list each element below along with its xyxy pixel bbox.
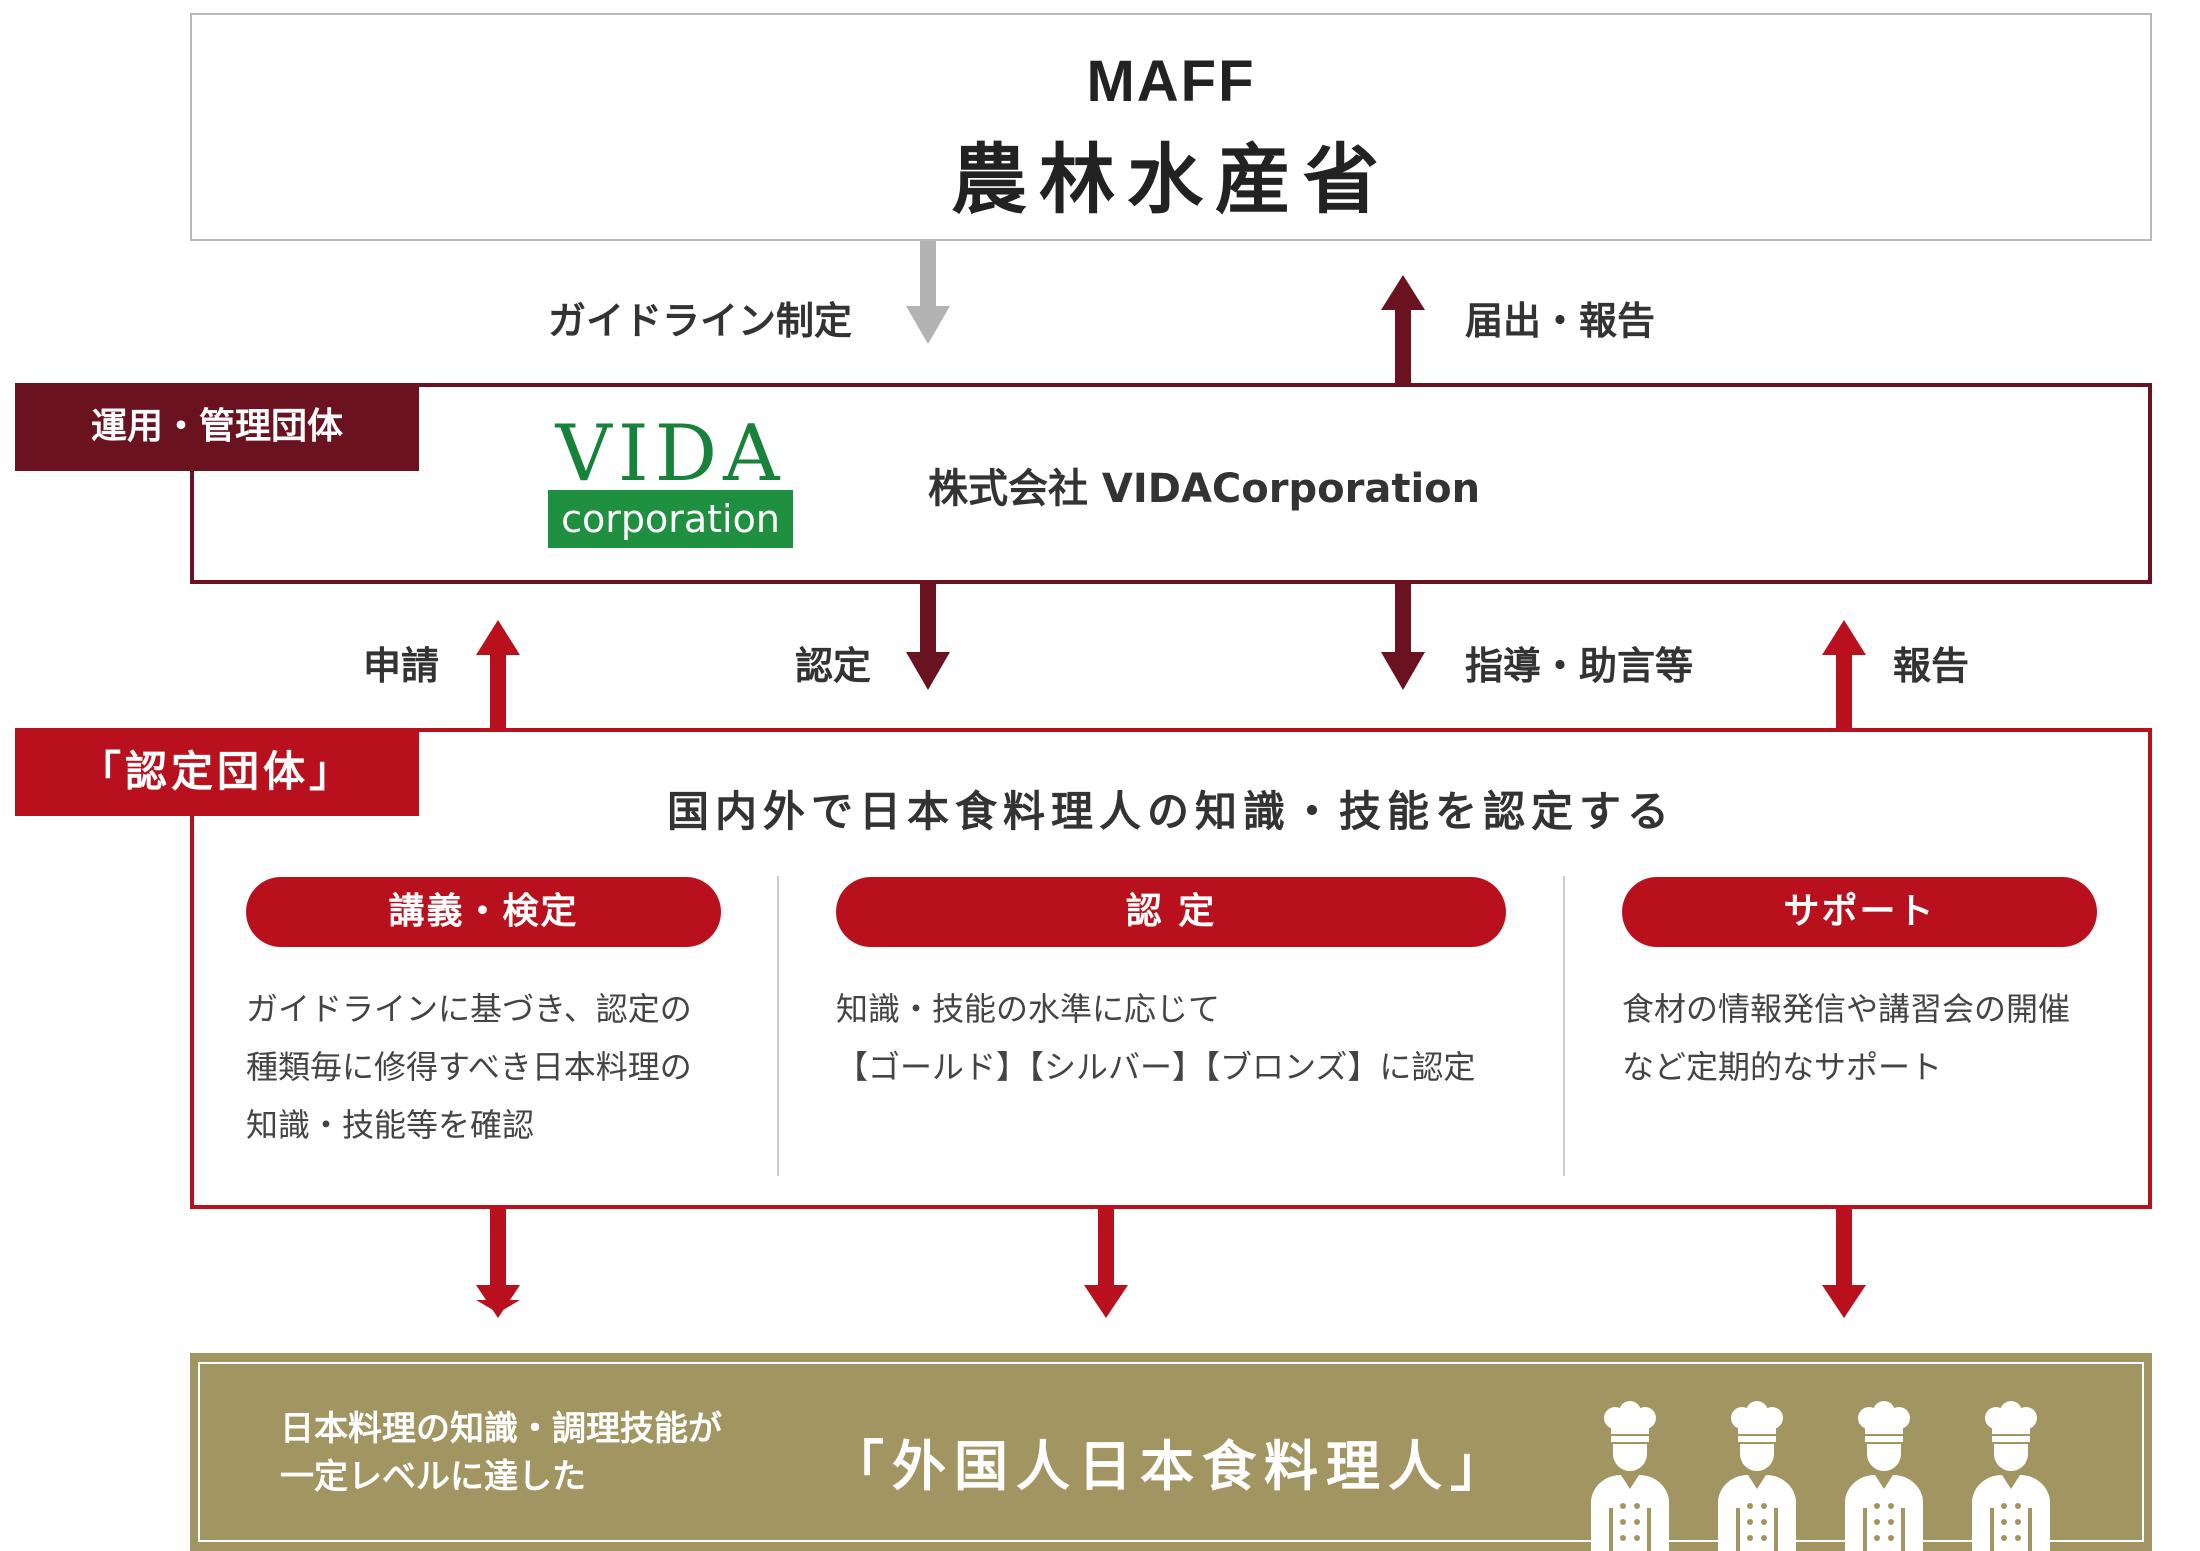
result-title: 「外国人日本食料理人」 [830,1435,1512,1498]
report-up-arrow-icon [1381,275,1425,383]
certify-down-arrow-icon [906,584,950,690]
cert-body-box [190,728,2152,1209]
result-box-inner-border [198,1362,2144,1542]
result-box [190,1353,2152,1551]
vida-logo-wordmark: VIDA [555,409,786,499]
certify-label: 認定 [795,644,872,688]
chef-icon [1718,1401,1796,1551]
apply-label: 申請 [363,644,440,688]
cert-body-title: 国内外で日本食料理人の知識・技能を認定する [666,787,1675,836]
chef-icon [1972,1401,2050,1551]
guidance-label: 指導・助言等 [1465,644,1694,688]
top-report-label: 届出・報告 [1465,299,1656,343]
chef-icon [1845,1401,1923,1551]
apply-up-arrow-icon [476,620,520,728]
company-name: 株式会社 VIDACorporation [928,466,1481,512]
pill-lecture-exam: 講義・検定 [246,877,721,947]
guideline-arrow-icon [906,241,950,344]
result-description: 日本料理の知識・調理技能が 一定レベルに達した [280,1409,722,1497]
certification-description: 知識・技能の水準に応じて 【ゴールド】【シルバー】【ブロンズ】に認定 [836,990,1476,1086]
operator-tag: 運用・管理団体 [15,383,419,471]
vida-logo-subtitle: corporation [548,490,793,548]
lecture-description: ガイドラインに基づき、認定の 種類毎に修得すべき日本料理の 知識・技能等を確認 [246,990,692,1144]
result-down-arrow-icon [1822,1209,1866,1318]
maff-english-name: MAFF [1086,49,1256,114]
operator-box [190,383,2152,584]
guidance-down-arrow-icon [1381,584,1425,690]
column-divider [777,876,779,1176]
support-description: 食材の情報発信や講習会の開催 など定期的なサポート [1622,990,2071,1086]
pill-support: サポート [1622,877,2097,947]
result-down-arrow-icon [476,1209,520,1318]
chef-icons [1591,1401,2050,1551]
mid-report-up-arrow-icon [1822,620,1866,728]
pill-certification: 認 定 [836,877,1506,947]
chef-icon [1591,1401,1669,1551]
result-down-arrow-icon [1084,1209,1128,1318]
column-divider [1563,876,1565,1176]
maff-japanese-name: 農林水産省 [951,135,1391,224]
cert-body-tag: 「認定団体」 [15,728,419,816]
maff-box [190,13,2152,241]
mid-report-label: 報告 [1893,644,1970,688]
guideline-label: ガイドライン制定 [548,299,853,343]
